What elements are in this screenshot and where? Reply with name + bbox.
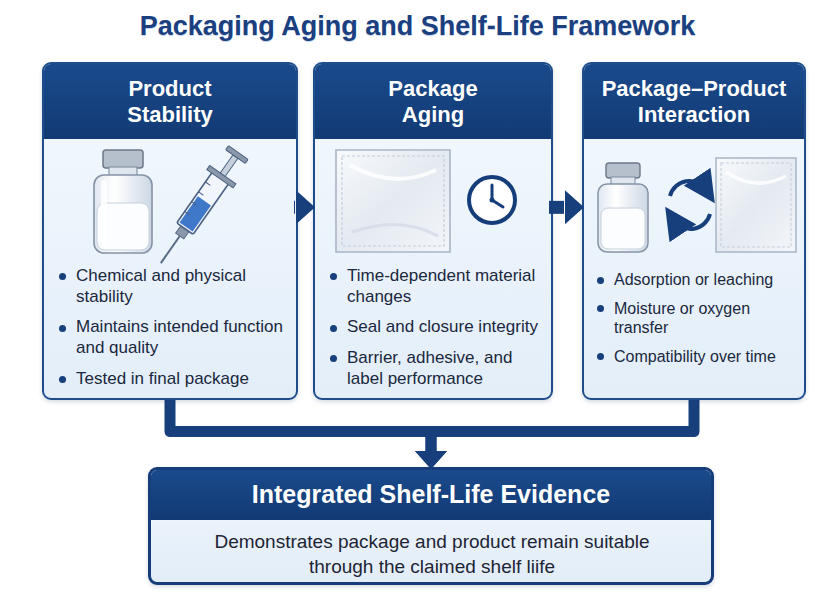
summary-box: Integrated Shelf-Life EvidenceDemonstrat… [148,467,714,585]
flow-arrow [549,190,584,224]
vial-icon [598,163,648,252]
flow-arrow [170,400,447,469]
pouch-icon [716,158,796,252]
vial-icon [94,150,152,253]
panel-header: Package–Product Interaction [584,64,804,139]
bullet-item: Time-dependent material changes [329,266,543,307]
bullet-item: Tested in final package [58,369,290,390]
arrow-head [296,190,315,224]
syringe-icon [148,143,252,272]
panel-header: Product Stability [44,64,296,139]
bullet-item: Compatibility over time [596,347,804,367]
flow-arrow [294,190,315,224]
bullet-item: Seal and closure integrity [329,317,543,338]
clock-icon [469,177,515,223]
header-text: Integrated Shelf-Life Evidence [252,480,610,510]
bullet-item: Chemical and physical stability [58,266,290,307]
bullet-item: Moisture or oxygen transfer [596,299,804,338]
stage-panel: Package AgingTime-dependent material cha… [313,62,553,400]
stage-panel: Package–Product InteractionAdsorption or… [582,62,806,400]
bullet-list: Time-dependent material changesSeal and … [329,266,543,400]
bullet-list: Chemical and physical stabilityMaintains… [58,266,290,400]
body-text: Demonstrates package and product remain … [181,530,683,579]
bullet-item: Barrier, adhesive, and label performance [329,348,543,389]
header-text: Package Aging [363,76,503,128]
connector-line [549,201,564,214]
bullet-item: Maintains intended function and quality [58,317,290,358]
connector-line [170,400,431,451]
bullet-item: Adsorption or leaching [596,270,804,290]
bullet-list: Adsorption or leachingMoisture or oxygen… [596,270,804,375]
diagram-title: Packaging Aging and Shelf-Life Framework [0,11,835,42]
pouch-icon [336,150,450,252]
exchange-arrows [670,181,710,229]
flow-arrow [415,400,694,469]
arrow-head [565,190,584,224]
panel-header: Integrated Shelf-Life Evidence [151,470,711,520]
header-text: Package–Product Interaction [594,76,794,128]
arrow-head [415,451,447,469]
arrow-head [415,451,447,469]
header-text: Product Stability [95,76,245,128]
panel-header: Package Aging [315,64,551,139]
connector-line [431,400,694,451]
stage-panel: Product StabilityChemical and physical s… [42,62,298,400]
connector-line [294,201,295,214]
